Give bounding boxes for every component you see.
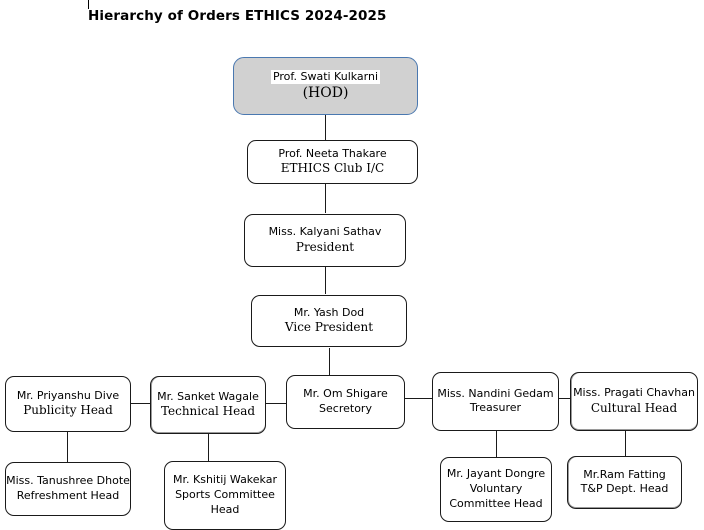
node-voluntary-committee-head-role2: Committee Head [449,496,543,510]
node-vice-president-name: Mr. Yash Dod [293,305,365,319]
node-secretory[interactable]: Mr. Om Shigare Secretory [286,375,405,429]
node-ethics-club-ic-name: Prof. Neeta Thakare [278,146,387,160]
node-treasurer-role: Treasurer [469,401,522,415]
node-publicity-head-role: Publicity Head [23,403,113,418]
node-sports-committee-head[interactable]: Mr. Kshitij Wakekar Sports Committee Hea… [164,461,286,530]
node-voluntary-committee-head-name: Mr. Jayant Dongre [446,467,546,481]
connector-treasurer-to-voluntary [496,431,497,457]
node-secretory-role: Secretory [319,401,372,415]
connector-ic-to-president [325,184,326,213]
connector-technical-to-secretory [266,403,286,404]
node-refreshment-head-role: Refreshment Head [16,488,120,502]
node-technical-head-name: Mr. Sanket Wagale [157,389,259,403]
connector-hod-to-ic [325,114,326,140]
node-hod[interactable]: Prof. Swati Kulkarni (HOD) [233,57,418,115]
node-voluntary-committee-head[interactable]: Mr. Jayant Dongre Voluntary Committee He… [440,457,552,522]
node-tnp-dept-head-name: Mr.Ram Fatting [583,467,666,481]
node-refreshment-head[interactable]: Miss. Tanushree Dhote Refreshment Head [5,462,131,516]
node-hod-role: (HOD) [302,85,349,102]
node-cultural-head[interactable]: Miss. Pragati Chavhan Cultural Head [570,372,698,431]
node-president-role: President [295,239,355,254]
node-vice-president[interactable]: Mr. Yash Dod Vice President [251,295,407,347]
node-hod-name: Prof. Swati Kulkarni [270,69,381,85]
connector-president-to-vp [325,267,326,294]
node-publicity-head[interactable]: Mr. Priyanshu Dive Publicity Head [5,376,131,432]
node-sports-committee-head-role: Sports Committee [175,487,275,501]
node-tnp-dept-head-role: T&P Dept. Head [580,482,669,496]
connector-treasurer-to-cultural [559,398,571,399]
node-publicity-head-name: Mr. Priyanshu Dive [16,388,120,402]
node-voluntary-committee-head-role: Voluntary [469,481,523,495]
node-treasurer-name: Miss. Nandini Gedam [437,386,554,400]
node-technical-head-role: Technical Head [160,404,256,419]
connector-vp-to-secretory [329,348,330,376]
node-tnp-dept-head[interactable]: Mr.Ram Fatting T&P Dept. Head [567,456,682,509]
text-cursor-marker [88,0,89,9]
node-treasurer[interactable]: Miss. Nandini Gedam Treasurer [432,372,559,431]
node-cultural-head-role: Cultural Head [590,400,678,415]
connector-cultural-to-tnp [625,431,626,456]
node-ethics-club-ic-role: ETHICS Club I/C [280,161,385,176]
node-president[interactable]: Miss. Kalyani Sathav President [244,214,406,267]
node-technical-head[interactable]: Mr. Sanket Wagale Technical Head [150,376,266,434]
node-vice-president-role: Vice President [284,320,374,335]
connector-secretory-to-treasurer [405,398,432,399]
connector-publicity-to-technical [131,403,151,404]
node-ethics-club-ic[interactable]: Prof. Neeta Thakare ETHICS Club I/C [247,140,418,184]
node-secretory-name: Mr. Om Shigare [303,387,388,401]
page-title: Hierarchy of Orders ETHICS 2024-2025 [88,8,387,24]
connector-publicity-to-refreshment [67,432,68,462]
node-sports-committee-head-role2: Head [210,502,240,516]
node-cultural-head-name: Miss. Pragati Chavhan [573,386,695,400]
node-refreshment-head-name: Miss. Tanushree Dhote [6,474,130,488]
node-sports-committee-head-name: Mr. Kshitij Wakekar [173,473,277,487]
connector-technical-to-sports [208,434,209,461]
node-president-name: Miss. Kalyani Sathav [268,225,382,239]
